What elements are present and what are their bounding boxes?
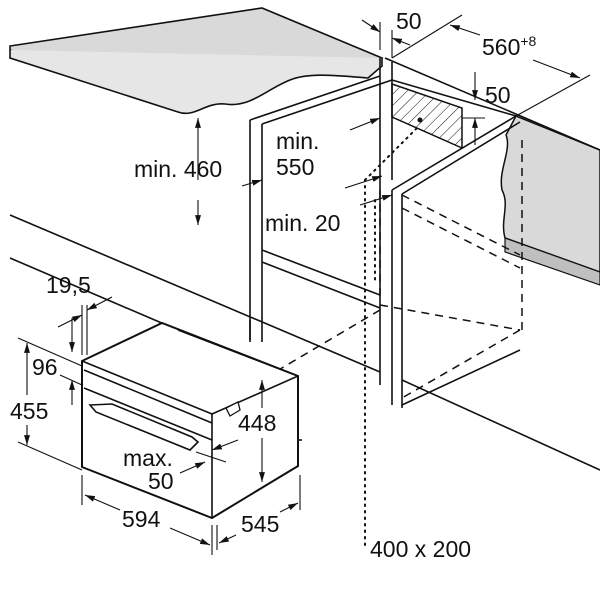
oven	[81, 321, 302, 520]
dim-gap-top: 50	[396, 8, 422, 34]
dim-depth: 545	[241, 511, 280, 537]
cabinet	[9, 58, 600, 546]
dim-vent-height: 50	[485, 82, 511, 108]
dim-front-offset: 19,5	[46, 272, 91, 298]
dim-min-depth-prefix: min.	[276, 128, 320, 154]
dim-max-value: 50	[148, 468, 174, 494]
dim-total-height: 455	[10, 398, 49, 424]
dim-niche-width: 560+8	[482, 33, 537, 60]
dim-niche-width-tolerance: +8	[520, 33, 537, 49]
countertop-left	[9, 7, 384, 115]
ventilation-opening	[391, 82, 463, 150]
dim-max-label: max.	[123, 445, 173, 471]
dim-min-depth-value: 550	[276, 154, 315, 180]
dim-min-height-above: min. 460	[134, 156, 223, 182]
oven-handle	[88, 403, 200, 451]
dim-niche-width-value: 560	[482, 34, 521, 60]
dimension-lines	[17, 14, 591, 555]
dim-min-gap: min. 20	[265, 210, 341, 236]
dim-vent-opening: 400 x 200	[370, 536, 472, 562]
dim-width: 594	[122, 506, 161, 532]
dim-panel-height: 96	[32, 354, 58, 380]
countertop-right	[384, 57, 600, 286]
dim-body-height: 448	[238, 410, 277, 436]
